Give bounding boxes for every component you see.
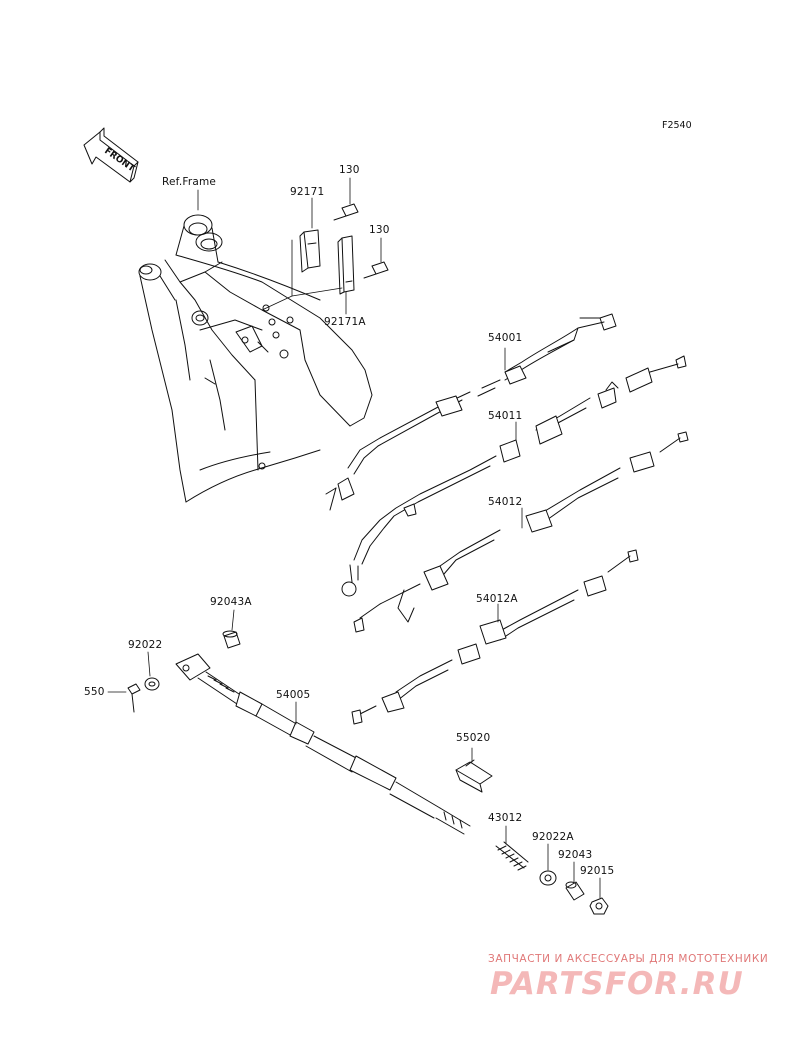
part-label-130-bottom: 130 xyxy=(369,224,390,236)
diagram-code: F2540 xyxy=(662,120,692,131)
part-label-92171A: 92171A xyxy=(324,316,366,328)
spring-43012 xyxy=(495,841,529,871)
cable-54001 xyxy=(325,313,617,511)
part-label-54011: 54011 xyxy=(488,410,523,422)
clamp-92171A xyxy=(337,235,355,295)
part-label-92043: 92043 xyxy=(558,849,593,861)
pin-92043A xyxy=(222,630,241,649)
bracket-55020 xyxy=(455,759,493,793)
clamp-92171 xyxy=(299,229,321,273)
part-label-54012: 54012 xyxy=(488,496,523,508)
cable-54011 xyxy=(341,355,687,597)
front-arrow-icon xyxy=(83,127,139,183)
part-label-130-top: 130 xyxy=(339,164,360,176)
nut-92015 xyxy=(589,897,609,915)
pin-92043 xyxy=(565,881,585,901)
washer-92022 xyxy=(144,677,160,691)
bolt-130-bottom xyxy=(363,261,389,279)
part-label-55020: 55020 xyxy=(456,732,491,744)
part-label-92022A: 92022A xyxy=(532,831,574,843)
part-label-54005: 54005 xyxy=(276,689,311,701)
cable-54012 xyxy=(353,431,689,633)
cable-54012A xyxy=(351,549,639,725)
bolt-130-top xyxy=(333,203,359,221)
part-label-550: 550 xyxy=(84,686,105,698)
watermark-tagline: ЗАПЧАСТИ И АКСЕССУАРЫ ДЛЯ МОТОТЕХНИКИ xyxy=(488,953,769,965)
frame-drawing xyxy=(138,214,373,503)
part-label-92043A: 92043A xyxy=(210,596,252,608)
watermark-logo: PARTSFOR.RU xyxy=(490,966,744,1002)
cotter-pin-550 xyxy=(127,683,141,713)
part-label-92022: 92022 xyxy=(128,639,163,651)
part-label-54001: 54001 xyxy=(488,332,523,344)
part-label-43012: 43012 xyxy=(488,812,523,824)
ref-frame-label: Ref.Frame xyxy=(162,176,217,188)
washer-92022A xyxy=(539,870,557,886)
cable-54005 xyxy=(175,653,471,835)
part-label-92015: 92015 xyxy=(580,865,615,877)
part-label-54012A: 54012A xyxy=(476,593,518,605)
part-label-92171: 92171 xyxy=(290,186,325,198)
